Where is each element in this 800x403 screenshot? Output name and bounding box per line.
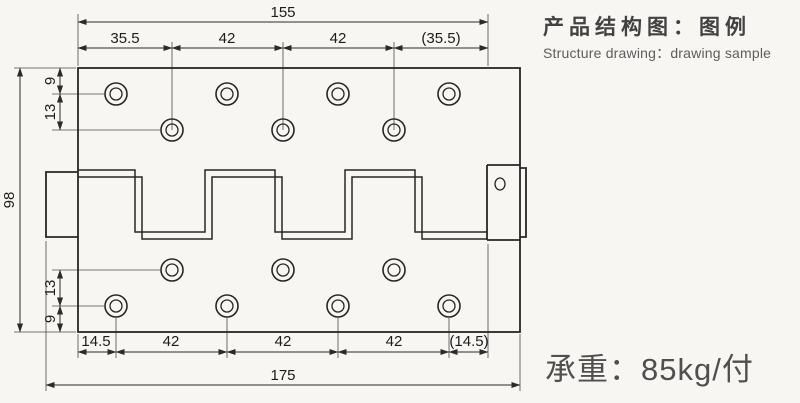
page-subtitle: Structure drawing：drawing sample [543,45,772,62]
pin-hole [494,177,506,191]
interlock-channel [78,169,487,240]
dim-top-chain: 35.5 42 42 (35.5) [77,30,489,52]
dim-label-left-9-bottom: 9 [42,315,59,323]
dim-label-top-4: (35.5) [421,30,460,47]
dim-bottom-total: 175 [45,367,521,389]
dim-label-bottom-1: 14.5 [81,333,110,350]
dim-top-total: 155 [77,4,489,26]
dim-label-top-2: 42 [219,30,236,47]
dim-bottom-chain: 14.5 42 42 42 (14.5) [77,333,489,356]
dim-label-bottom-5: (14.5) [449,333,488,350]
left-tab [45,171,78,238]
dim-label-bottom-4: 42 [386,333,403,350]
dim-label-left-13-bottom: 13 [42,280,59,297]
mounting-holes [104,82,461,318]
dim-label-bottom-total: 175 [270,367,295,384]
dim-label-bottom-2: 42 [163,333,180,350]
dim-label-bottom-3: 42 [275,333,292,350]
right-tab [486,164,527,241]
dim-label-top-1: 35.5 [110,30,139,47]
dim-left-top-chain: 9 13 [42,67,64,131]
title-block: 产品结构图：图例 Structure drawing：drawing sampl… [543,14,771,63]
dim-label-top-3: 42 [330,30,347,47]
dim-label-left-total: 98 [1,192,18,209]
dim-label-top-total: 155 [270,4,295,21]
page-title: 产品结构图：图例 [543,16,751,39]
dim-left-total: 98 [1,67,24,333]
dim-left-bottom-chain: 13 9 [42,269,64,333]
plate-outline [77,67,521,333]
dim-label-left-13-top: 13 [42,104,59,121]
dim-label-left-9-top: 9 [42,77,59,85]
load-capacity: 承重：85kg/付 [545,352,754,387]
